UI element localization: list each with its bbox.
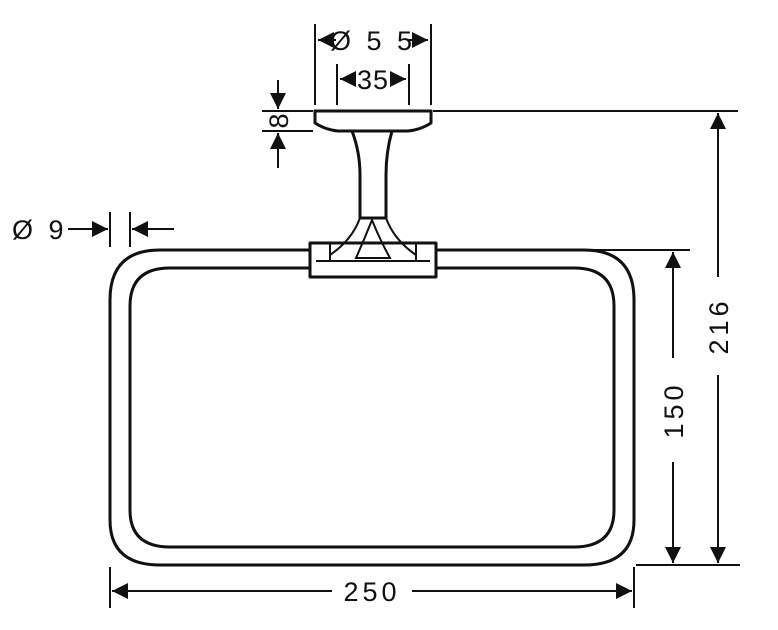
ring-inner-contour bbox=[128, 266, 616, 549]
wall-plate bbox=[313, 109, 433, 133]
dim-total-width: 250 bbox=[109, 567, 635, 608]
ring-height-label: 150 bbox=[659, 381, 689, 438]
dim-base-thickness: 8 bbox=[262, 80, 313, 168]
holder-curve-left bbox=[329, 217, 361, 256]
support-neck bbox=[350, 129, 394, 220]
base-thickness-label: 8 bbox=[264, 113, 294, 128]
dim-neck-width: 35 bbox=[336, 64, 410, 105]
total-width-label: 250 bbox=[343, 577, 400, 607]
dim-bar-diameter: Ø 9 bbox=[12, 212, 174, 247]
dim-base-diameter: Ø 5 5 bbox=[314, 24, 432, 105]
neck-width-label: 35 bbox=[357, 65, 389, 95]
dim-total-height: 216 bbox=[433, 110, 738, 563]
bar-diameter-label: Ø 9 bbox=[12, 215, 68, 245]
holder-curve-right bbox=[385, 217, 417, 256]
total-height-label: 216 bbox=[704, 297, 734, 354]
dimension-lines: Ø 5 5 35 8 Ø 9 bbox=[12, 24, 740, 608]
dim-ring-height: 150 bbox=[438, 249, 740, 566]
base-diameter-label: Ø 5 5 bbox=[330, 26, 416, 56]
towel-ring-outline bbox=[108, 109, 636, 567]
holder-center-detail bbox=[354, 217, 392, 259]
